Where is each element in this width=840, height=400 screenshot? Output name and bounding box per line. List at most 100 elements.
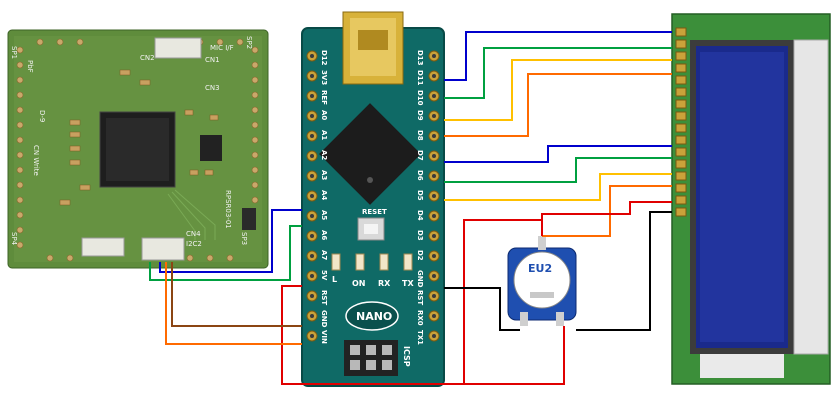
right-pin-label: D11	[416, 70, 424, 86]
label-cn2: CN2	[140, 54, 155, 62]
right-pin-hole-center	[432, 254, 436, 258]
right-pin-label: RST	[416, 290, 424, 305]
reset-label: RESET	[362, 208, 387, 216]
left-pin-label: A1	[320, 130, 328, 140]
right-pin-label: D10	[416, 90, 424, 106]
cn1-connector	[154, 37, 202, 59]
left-pin-label: REF	[320, 90, 328, 105]
wire-black-gnd	[444, 287, 520, 331]
left-pin-label: A3	[320, 170, 328, 180]
lcd-pin	[675, 183, 687, 193]
lcd-pin	[675, 159, 687, 169]
passive-components	[59, 69, 219, 206]
label-sp2: SP2	[245, 36, 253, 49]
right-pin-label: D4	[416, 210, 424, 221]
lcd-pin	[675, 195, 687, 205]
left-pin-hole-center	[310, 134, 314, 138]
usb-connector-icon	[342, 11, 404, 85]
left-pin-hole-center	[310, 314, 314, 318]
right-pin-hole-center	[432, 94, 436, 98]
lcd-pin	[675, 171, 687, 181]
left-pin-label: 5V	[320, 270, 328, 281]
label-sp1: SP1	[10, 46, 18, 59]
left-pin-label: D12	[320, 50, 328, 66]
right-pin-label: GND	[416, 270, 424, 288]
lcd-pin	[675, 87, 687, 97]
via-holes	[16, 38, 259, 262]
left-pin-hole-center	[310, 154, 314, 158]
label-cn4: CN4	[186, 230, 201, 238]
wire-orange-sensor	[165, 262, 302, 345]
pcb-traces	[167, 189, 216, 240]
sensor-board: SP1 SP2 SP3 SP4 MIC I/F CN1 CN2 CN3 CN4 …	[7, 29, 269, 269]
wire-yellow-top	[444, 59, 672, 121]
left-pin-label: VIN	[320, 330, 328, 344]
right-pin-hole-center	[432, 214, 436, 218]
left-pin-hole-center	[310, 174, 314, 178]
right-pin-hole-center	[432, 74, 436, 78]
wire-blue-sensor	[159, 209, 302, 273]
wire-orange-mid	[542, 185, 672, 237]
left-pin-label: A4	[320, 190, 328, 200]
left-pin-hole-center	[310, 214, 314, 218]
label-d9: D-9	[38, 110, 46, 122]
cn4-connector	[141, 237, 185, 261]
left-pin-hole-center	[310, 254, 314, 258]
lcd-pin	[675, 135, 687, 145]
right-pin-hole-center	[432, 174, 436, 178]
cn-write-connector	[81, 237, 125, 257]
wire-blue-mid	[444, 145, 672, 163]
wire-orange-top	[444, 73, 672, 137]
wire-green-top	[444, 47, 672, 99]
left-pin-hole-center	[310, 194, 314, 198]
led-label-on: ON	[352, 279, 366, 288]
chip-icon	[319, 103, 421, 205]
wires	[149, 31, 672, 385]
left-pin-hole-center	[310, 294, 314, 298]
lcd-module-icon	[671, 13, 831, 385]
label-mic-if: MIC I/F	[210, 44, 234, 52]
left-pin-label: A0	[320, 110, 328, 120]
led-label-l: L	[332, 275, 337, 284]
lcd-header-pins	[675, 27, 687, 217]
label-cn-write: CN Write	[32, 145, 40, 176]
label-cn3: CN3	[205, 84, 220, 92]
right-pin-hole-center	[432, 294, 436, 298]
arduino-nano-board: RESET L ON RX TX NANO ICSP D123V3REFA0A1…	[301, 11, 445, 387]
left-pin-hole-center	[310, 274, 314, 278]
right-pin-label: RX0	[416, 310, 424, 326]
wire-black-lcd	[576, 211, 672, 331]
left-pin-label: A2	[320, 150, 328, 160]
left-pin-label: 3V3	[320, 70, 328, 85]
left-pin-label: A5	[320, 210, 328, 220]
icsp-header	[344, 340, 398, 376]
left-pin-label: A6	[320, 230, 328, 240]
right-pin-hole-center	[432, 134, 436, 138]
potentiometer-icon: EU2	[507, 236, 577, 326]
status-leds	[331, 253, 413, 271]
led-label-tx: TX	[402, 279, 414, 288]
left-pin-hole-center	[310, 74, 314, 78]
label-i2c2: I2C2	[186, 240, 202, 248]
right-pin-hole-center	[432, 314, 436, 318]
small-ic	[200, 135, 222, 161]
lcd-pin	[675, 123, 687, 133]
lcd-pin	[675, 147, 687, 157]
label-pbf: PbF	[26, 60, 34, 73]
lcd-pin	[675, 207, 687, 217]
nano-label: NANO	[356, 310, 392, 323]
right-pin-label: D9	[416, 110, 424, 121]
lcd-pin	[675, 63, 687, 73]
right-pin-hole-center	[432, 54, 436, 58]
left-pin-hole-center	[310, 94, 314, 98]
right-pin-hole-center	[432, 234, 436, 238]
left-pin-hole-center	[310, 234, 314, 238]
label-model: RPSR03-01	[224, 190, 232, 229]
lcd-pin	[675, 27, 687, 37]
right-pin-hole-center	[432, 114, 436, 118]
right-pin-label: TX1	[416, 330, 424, 345]
wire-red-pot	[464, 326, 565, 385]
wire-red-pot-top	[541, 201, 672, 236]
right-pin-label: D5	[416, 190, 424, 201]
